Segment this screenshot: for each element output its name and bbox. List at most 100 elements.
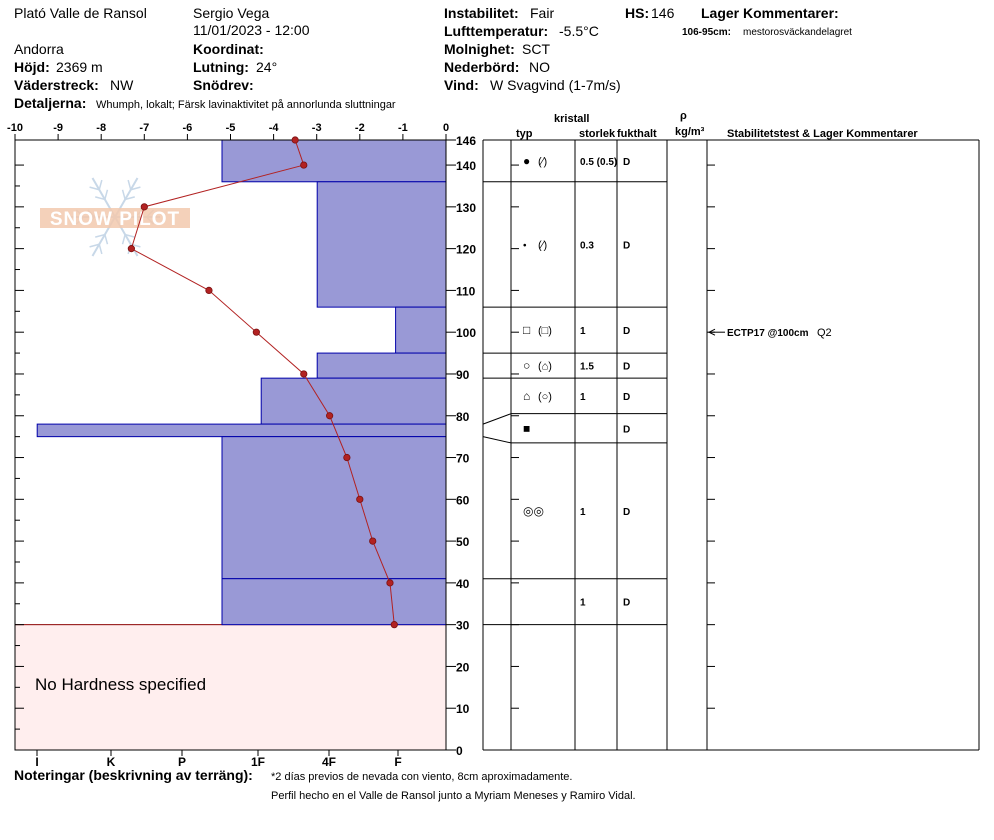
hardness-bar xyxy=(221,436,447,580)
layer-moisture: D xyxy=(623,326,630,337)
temperature-point xyxy=(252,328,260,336)
airtemp-label: Lufttemperatur: xyxy=(444,23,549,39)
depth-tick-label: 0 xyxy=(456,744,463,758)
logo-flake-branch xyxy=(104,234,109,245)
logo-text: SNOW PILOT xyxy=(50,209,180,230)
notes-label: Noteringar (beskrivning av terräng): xyxy=(14,767,253,783)
temp-tick-label: -5 xyxy=(226,122,236,134)
moisture-header: fukthalt xyxy=(617,128,657,140)
depth-tick-label: 20 xyxy=(456,660,470,674)
layer-moisture: D xyxy=(623,424,630,435)
stability-header: Stabilitetstest & Lager Kommentarer xyxy=(727,128,918,140)
layer-moisture: D xyxy=(623,598,630,609)
stability-label: Instabilitet: xyxy=(444,5,519,21)
temperature-point xyxy=(386,579,394,587)
layer-type: ○ xyxy=(523,359,530,373)
precip-label: Nederbörd: xyxy=(444,59,520,75)
layer-size: 1 xyxy=(580,326,586,337)
temperature-point xyxy=(127,245,135,253)
temp-tick-label: -4 xyxy=(269,122,280,134)
sky-label: Molnighet: xyxy=(444,41,515,57)
layer-size: 1 xyxy=(580,507,586,518)
layer-type-secondary: (⁄) xyxy=(538,239,547,251)
temperature-point xyxy=(390,621,398,629)
temperature-point xyxy=(356,495,364,503)
notes-line1: *2 días previos de nevada con viento, 8c… xyxy=(271,771,573,783)
details-value: Whumph, lokalt; Färsk lavinaktivitet på … xyxy=(96,99,396,111)
logo-flake-branch xyxy=(121,189,126,200)
hardness-tick-label: I xyxy=(35,755,38,769)
datetime: 11/01/2023 - 12:00 xyxy=(193,22,310,38)
depth-tick-label: 30 xyxy=(456,619,470,633)
depth-tick-label: 110 xyxy=(456,284,476,298)
location: Plató Valle de Ransol xyxy=(14,5,147,21)
temp-tick-label: -1 xyxy=(398,122,408,134)
logo-flake-branch xyxy=(89,243,100,248)
depth-tick-label: 90 xyxy=(456,368,470,382)
layer-moisture: D xyxy=(623,240,630,251)
depth-tick-label: 100 xyxy=(456,326,476,340)
temp-tick-label: 0 xyxy=(443,122,449,134)
density-unit: kg/m³ xyxy=(675,126,705,138)
layer-connector xyxy=(482,436,512,444)
hardness-tick-label: P xyxy=(178,755,186,769)
elevation-label: Höjd: xyxy=(14,59,50,75)
layer-type: • xyxy=(523,240,527,251)
airtemp-value: -5.5°C xyxy=(559,23,599,39)
layer-type-secondary: (○) xyxy=(538,391,552,403)
logo-flake-branch xyxy=(127,179,132,190)
depth-tick-label: 120 xyxy=(456,243,476,257)
temp-tick-label: -9 xyxy=(53,122,63,134)
layer-moisture: D xyxy=(623,507,630,518)
hardness-bar xyxy=(316,181,447,308)
coord-label: Koordinat: xyxy=(193,41,264,57)
temperature-point xyxy=(300,370,308,378)
hardness-tick-label: 1F xyxy=(251,755,265,769)
logo-flake-branch xyxy=(98,244,103,255)
layer-comments-label: Lager Kommentarer: xyxy=(701,5,839,21)
observer: Sergio Vega xyxy=(193,5,270,21)
temperature-point xyxy=(300,161,308,169)
precip-value: NO xyxy=(529,59,550,75)
depth-tick-label: 50 xyxy=(456,535,470,549)
depth-tick-label: 80 xyxy=(456,410,470,424)
layer-connector xyxy=(482,413,512,425)
layer-size: 1.5 xyxy=(580,362,594,373)
no-hardness-text: No Hardness specified xyxy=(35,675,207,694)
temperature-profile xyxy=(127,136,398,629)
temp-tick-label: -3 xyxy=(312,122,322,134)
temp-tick-label: -10 xyxy=(7,122,23,134)
logo-flake-branch xyxy=(89,186,100,191)
hardness-bar xyxy=(395,306,447,354)
layer-size: 0.5 (0.5) xyxy=(580,157,617,168)
sky-value: SCT xyxy=(522,41,550,57)
region: Andorra xyxy=(14,41,64,57)
layer-size: 0.3 xyxy=(580,240,594,251)
hardness-profile xyxy=(14,139,447,751)
logo-flake-branch xyxy=(104,189,109,200)
logo-flake-branch xyxy=(124,233,135,238)
temperature-point xyxy=(205,286,213,295)
depth-tick-label: 146 xyxy=(456,134,476,148)
hardness-tick-label: F xyxy=(394,755,401,769)
size-header: storlek xyxy=(579,128,616,140)
temp-tick-label: -8 xyxy=(96,122,106,134)
layer-moisture: D xyxy=(623,157,630,168)
test-arrow-head xyxy=(707,328,716,336)
logo-flake-branch xyxy=(95,196,106,201)
wind-value: W Svagvind (1-7m/s) xyxy=(490,77,621,93)
layer-type-secondary: (⁄) xyxy=(538,156,547,168)
density-symbol: ρ xyxy=(680,110,687,122)
details-label: Detaljerna: xyxy=(14,95,87,111)
elevation-value: 2369 m xyxy=(56,59,103,75)
layer-type-secondary: (□) xyxy=(538,325,552,337)
temp-tick-label: -7 xyxy=(139,122,149,134)
depth-tick-label: 130 xyxy=(456,201,476,215)
layer-type: ● xyxy=(523,154,530,168)
hardness-bar xyxy=(260,377,447,425)
temperature-point xyxy=(343,453,351,462)
test-quality: Q2 xyxy=(817,327,832,339)
temperature-point xyxy=(291,136,299,144)
slope-label: Lutning: xyxy=(193,59,249,75)
